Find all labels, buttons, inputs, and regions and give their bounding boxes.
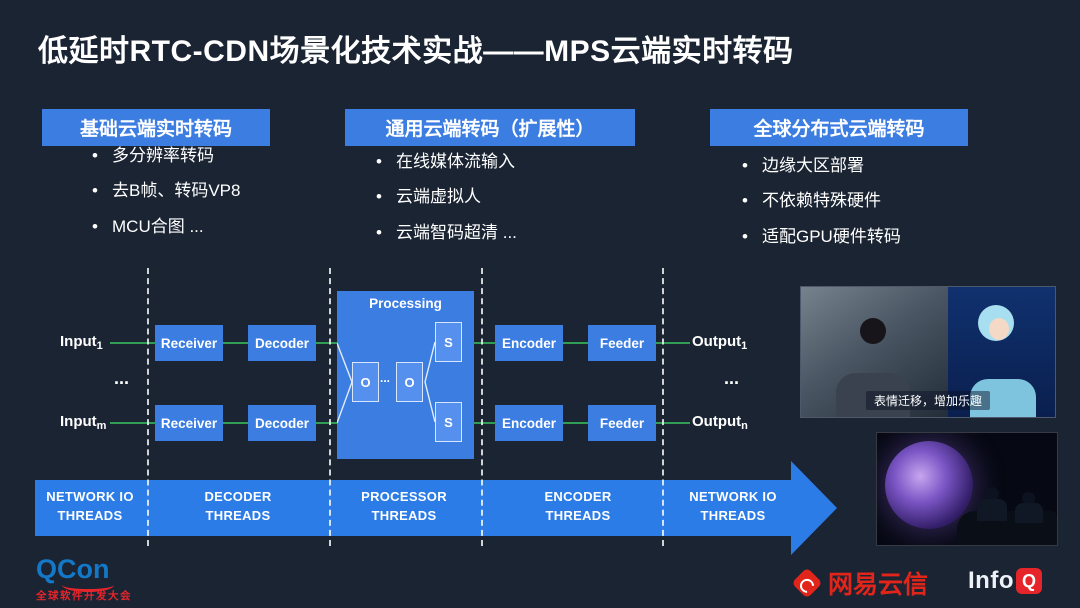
demo-video-thumbnail: 表情迁移，增加乐趣	[800, 286, 1056, 418]
connector-line	[656, 342, 690, 344]
output-label-subscript: n	[741, 420, 748, 432]
input-ellipsis: ...	[114, 368, 130, 388]
thread-label-encoder: ENCODER THREADS	[544, 489, 612, 523]
bullet-item: MCU合图 ...	[90, 217, 240, 238]
bullet-item: 适配GPU硬件转码	[740, 227, 901, 248]
connector-line	[110, 342, 155, 344]
output-label-base: Output	[692, 333, 742, 350]
infoq-q-badge-icon: Q	[1015, 568, 1042, 594]
output-label-1: Output1	[692, 333, 747, 352]
decoder-box-row1: Decoder	[248, 325, 316, 361]
sink-box-1: S	[435, 322, 462, 362]
output-label-subscript: 1	[741, 340, 748, 352]
glowing-sphere	[885, 441, 973, 529]
thread-label-network-io-left: NETWORK IO THREADS	[46, 489, 134, 523]
bullet-item: 去B帧、转码VP8	[90, 181, 240, 202]
section-header-basic-transcoding: 基础云端实时转码	[42, 109, 270, 146]
section-header-global-transcoding: 全球分布式云端转码	[710, 109, 968, 146]
thread-boundary-line	[329, 268, 331, 546]
bullet-item: 多分辨率转码	[90, 146, 240, 167]
connector-line	[223, 422, 248, 424]
yunxin-logo-text: 网易云信	[828, 571, 929, 599]
input-label-subscript: m	[96, 420, 107, 432]
thread-label-processor: PROCESSOR THREADS	[361, 489, 447, 523]
presenter-silhouette	[859, 318, 886, 345]
vr-scene-thumbnail	[876, 432, 1058, 546]
section-header-general-transcoding: 通用云端转码（扩展性）	[345, 109, 635, 146]
yunxin-logo: 网易云信	[791, 565, 929, 601]
thread-boundary-line	[662, 268, 664, 546]
input-label-base: Input	[60, 413, 97, 430]
feeder-box-row2: Feeder	[588, 405, 656, 441]
output-ellipsis: ...	[724, 368, 740, 388]
output-label-base: Output	[692, 413, 742, 430]
infoq-logo: Info Q	[968, 567, 1042, 595]
connector-line	[464, 422, 495, 424]
qcon-swoosh-icon	[62, 578, 114, 592]
connector-line	[563, 422, 588, 424]
output-label-n: Outputn	[692, 413, 748, 432]
qcon-logo: QCon 全球软件开发大会	[36, 556, 132, 603]
receiver-box-row1: Receiver	[155, 325, 223, 361]
processing-block: Processing O ... O S S	[337, 291, 474, 459]
observer-box-1: O	[352, 362, 379, 402]
video-caption: 表情迁移，增加乐趣	[865, 391, 991, 410]
virtual-avatar-video	[948, 287, 1055, 417]
bullet-list-global: 边缘大区部署 不依赖特殊硬件 适配GPU硬件转码	[740, 156, 901, 262]
receiver-box-row2: Receiver	[155, 405, 223, 441]
yunxin-logo-icon	[791, 567, 823, 599]
decoder-box-row2: Decoder	[248, 405, 316, 441]
encoder-box-row2: Encoder	[495, 405, 563, 441]
bullet-list-basic: 多分辨率转码 去B帧、转码VP8 MCU合图 ...	[90, 146, 240, 252]
connector-line	[110, 422, 155, 424]
bullet-item: 在线媒体流输入	[374, 152, 517, 173]
input-label-subscript: 1	[96, 340, 103, 352]
qcon-logo-subtitle: 全球软件开发大会	[36, 590, 132, 602]
thread-label-decoder: DECODER THREADS	[204, 489, 272, 523]
bullet-item: 云端虚拟人	[374, 187, 517, 208]
connector-line	[563, 342, 588, 344]
feeder-box-row1: Feeder	[588, 325, 656, 361]
bullet-list-general: 在线媒体流输入 云端虚拟人 云端智码超清 ...	[374, 152, 517, 258]
thread-label-network-io-right: NETWORK IO THREADS	[689, 489, 777, 523]
connector-line	[316, 422, 337, 424]
connector-line	[656, 422, 690, 424]
thread-boundary-line	[481, 268, 483, 546]
person-silhouette	[985, 487, 999, 501]
observer-box-2: O	[396, 362, 423, 402]
bullet-item: 不依赖特殊硬件	[740, 191, 901, 212]
sink-box-2: S	[435, 402, 462, 442]
person-silhouette	[1022, 492, 1035, 505]
connector-line	[223, 342, 248, 344]
input-label-base: Input	[60, 333, 97, 350]
thread-arrow	[35, 480, 791, 536]
slide-title: 低延时RTC-CDN场景化技术实战——MPS云端实时转码	[38, 35, 794, 68]
thread-arrow-head	[791, 461, 837, 555]
processing-wiring	[337, 341, 436, 424]
bullet-item: 边缘大区部署	[740, 156, 901, 177]
connector-line	[464, 342, 495, 344]
presenter-video	[801, 287, 949, 417]
processing-label: Processing	[369, 296, 442, 311]
input-label-1: Input1	[60, 333, 103, 352]
thread-boundary-line	[147, 268, 149, 546]
input-label-m: Inputm	[60, 413, 106, 432]
connector-line	[316, 342, 337, 344]
infoq-logo-text: Info	[968, 567, 1014, 594]
bullet-item: 云端智码超清 ...	[374, 223, 517, 244]
encoder-box-row1: Encoder	[495, 325, 563, 361]
observer-ellipsis: ...	[380, 371, 391, 385]
